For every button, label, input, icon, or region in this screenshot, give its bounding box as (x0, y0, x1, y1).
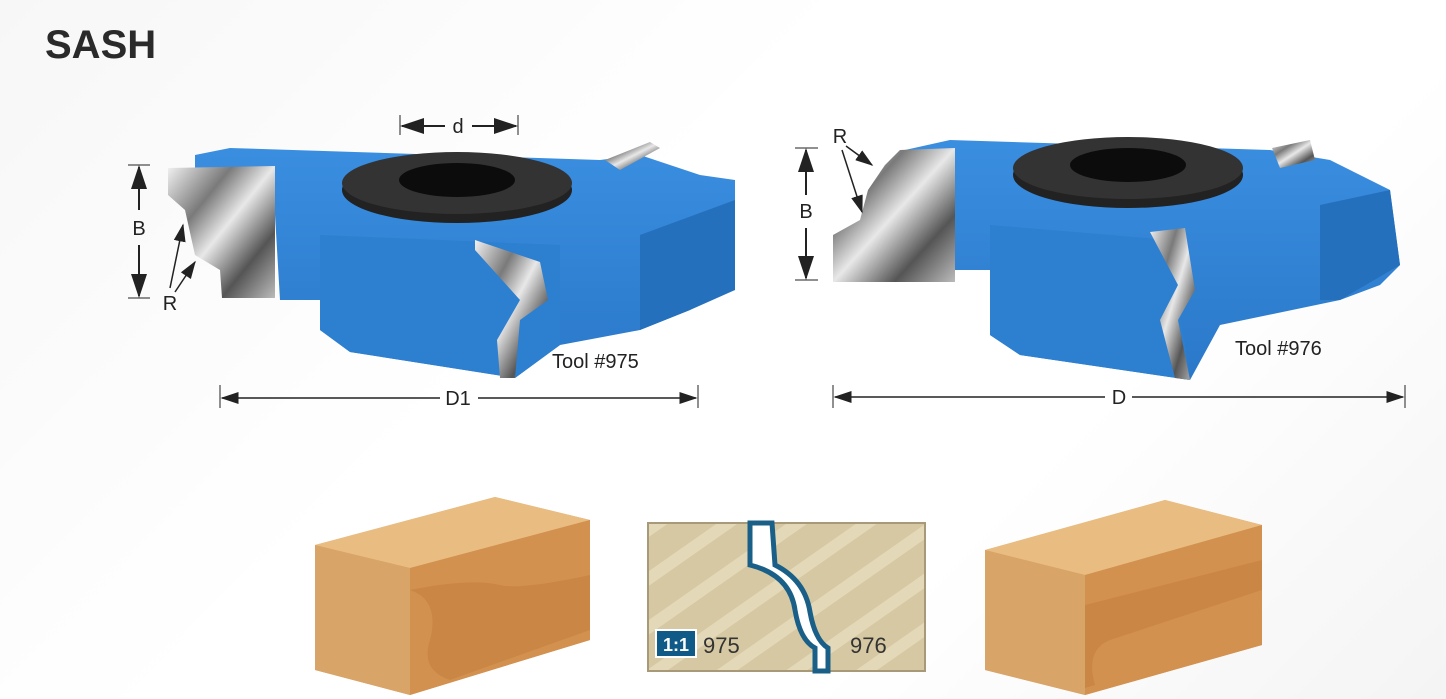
page-title: SASH (45, 23, 156, 67)
dim-D-label: D (1112, 387, 1126, 409)
cutter-975 (168, 142, 735, 378)
profile-976-label: 976 (850, 633, 887, 658)
profile-match-box: 1:1 975 976 (647, 520, 926, 674)
dim-R-label: R (163, 293, 177, 315)
tool-976-label: Tool #976 (1235, 338, 1322, 360)
dimensions-975: d B R D1 Tool #975 (128, 115, 699, 410)
dim-R-label: R (833, 126, 847, 148)
dim-B-label: B (132, 218, 145, 240)
dim-B-label: B (799, 201, 812, 223)
dim-d-label: d (452, 116, 463, 138)
ratio-badge (655, 629, 697, 658)
tool-975-label: Tool #975 (552, 351, 639, 373)
knife-left (168, 166, 275, 298)
dim-D1-label: D1 (445, 388, 471, 410)
dimensions-976: B R D Tool #976 (795, 126, 1406, 409)
profile-975-label: 975 (703, 633, 740, 658)
knife-front (1150, 228, 1195, 380)
ratio-badge-text: 1:1 (663, 635, 689, 655)
knife-front (475, 240, 548, 378)
knife-left (833, 148, 955, 282)
wood-profile-976 (985, 500, 1262, 695)
cutter-976 (833, 137, 1400, 380)
wood-profile-975 (315, 497, 590, 695)
